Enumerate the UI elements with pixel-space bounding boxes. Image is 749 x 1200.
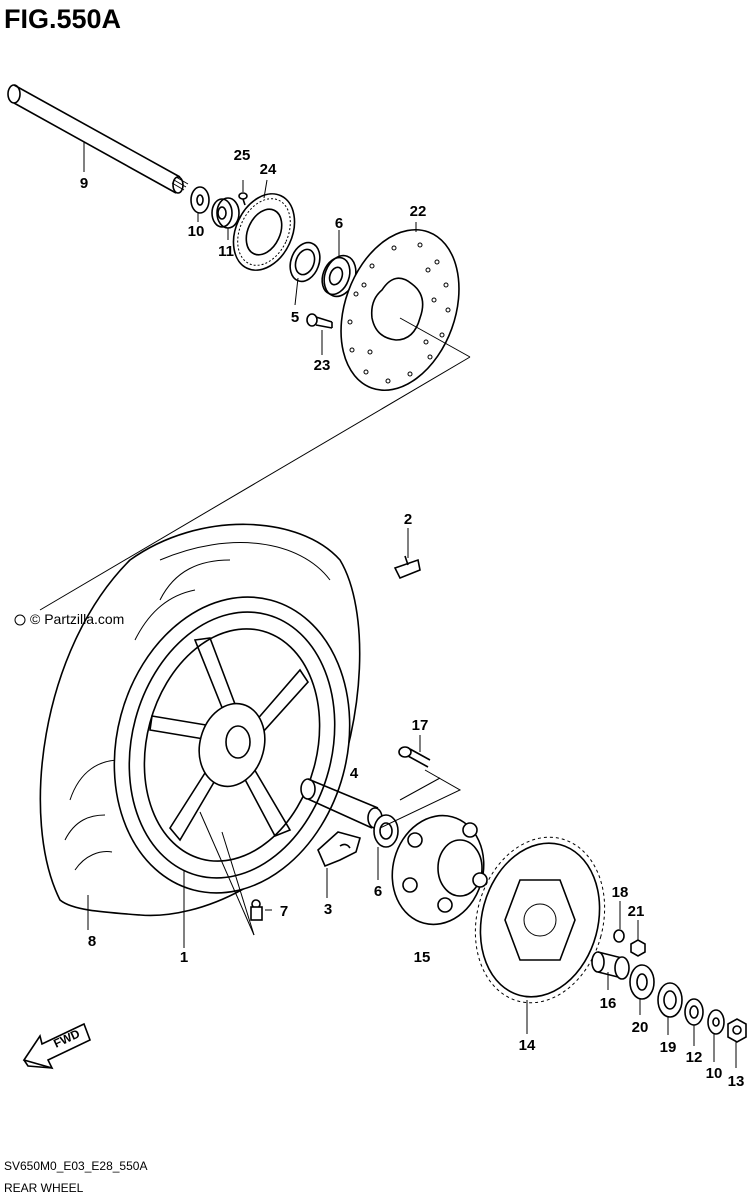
callout-16: 16 [600,995,617,1012]
sprocket-carrier-part-15[interactable] [380,805,495,935]
callout-23: 23 [314,357,331,374]
callout-7: 7 [280,903,288,920]
callout-22: 22 [410,203,427,220]
callout-6-top: 6 [335,215,343,232]
sprocket-part-14[interactable] [457,823,622,1018]
callout-6-mid: 6 [374,883,382,900]
callout-14: 14 [519,1037,536,1054]
callout-11: 11 [218,243,234,260]
callout-13: 13 [728,1073,745,1090]
wheel-assembly [39,523,382,919]
callout-21: 21 [628,903,645,920]
disc-holes [347,242,451,384]
callout-19: 19 [660,1039,677,1056]
bearing-part-6-mid[interactable] [373,814,399,848]
screw-part-25[interactable] [238,192,248,206]
callout-10-top: 10 [188,223,205,240]
callout-12: 12 [686,1049,703,1066]
seal-part-19[interactable] [657,982,683,1018]
rim-part-1[interactable] [82,570,382,919]
collar-part-11[interactable] [211,197,240,229]
brake-disc-part-22[interactable] [320,213,480,407]
watermark: © Partzilla.com [14,611,124,627]
damper-part-3[interactable] [317,831,361,868]
callout-3: 3 [324,901,332,918]
retainer-part-2[interactable] [393,555,421,580]
callout-9: 9 [80,175,88,192]
callout-24: 24 [260,161,277,178]
bolt-part-23[interactable] [306,313,333,329]
footer-caption: REAR WHEEL [4,1181,84,1195]
bearing-part-20[interactable] [629,964,655,1000]
valve-part-7[interactable] [250,899,263,921]
washer-part-10-bottom[interactable] [707,1009,725,1035]
callout-1: 1 [180,949,188,966]
callout-15: 15 [414,949,431,966]
watermark-text: © Partzilla.com [30,611,124,627]
callout-25: 25 [234,147,251,164]
footer-model-code: SV650M0_E03_E28_550A [4,1159,147,1173]
callout-5: 5 [291,309,299,326]
spacer-part-16[interactable] [591,951,630,980]
callout-18: 18 [612,884,629,901]
leader-lines [83,142,737,1068]
callout-10-bottom: 10 [706,1065,723,1082]
figure-title: FIG.550A [4,4,121,34]
bolt-part-17[interactable] [398,746,431,768]
callout-2: 2 [404,511,412,528]
washer-part-10-top[interactable] [190,186,210,214]
sensor-ring-part-24[interactable] [222,184,307,280]
nut-part-21[interactable] [630,939,646,957]
callout-17: 17 [412,717,429,734]
washer-part-18[interactable] [613,929,625,943]
callout-4: 4 [350,765,359,782]
callout-8: 8 [88,933,96,950]
fwd-direction-arrow: FWD [22,1022,92,1070]
callout-20: 20 [632,1019,649,1036]
collar-part-12[interactable] [684,998,704,1026]
axle-nut-part-13[interactable] [727,1018,747,1043]
axle-part-9[interactable] [7,84,189,194]
seal-part-5[interactable] [285,238,325,285]
